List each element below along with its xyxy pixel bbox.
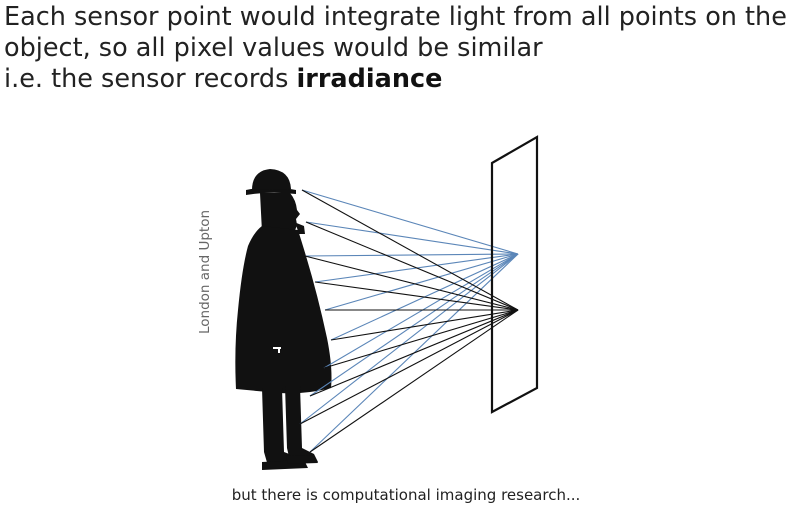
text-line-3-prefix: i.e. the sensor records [4,64,297,94]
man-silhouette-icon [235,169,332,470]
coat-pocket-detail [273,347,281,349]
text-line-2: object, so all pixel values would be sim… [4,33,543,63]
black-ray-8 [299,309,519,425]
sensor-plane [490,135,539,414]
blue-ray-0 [301,189,519,255]
slide-body-text: Each sensor point would integrate light … [4,2,804,95]
black-ray-2 [304,255,519,311]
coat-pocket-detail-2 [278,347,280,353]
black-ray-9 [309,309,519,453]
blue-ray-1 [305,221,519,255]
black-ray-0 [301,189,519,311]
blue-ray-4 [324,253,519,311]
text-line-3: i.e. the sensor records irradiance [4,64,804,95]
black-ray-7 [309,309,519,397]
blue-ray-7 [309,253,519,397]
black-ray-1 [305,221,519,311]
text-line-1: Each sensor point would integrate light … [4,2,787,32]
black-ray-5 [330,309,519,341]
light-rays [299,189,519,453]
image-credit: London and Upton [197,209,213,335]
irradiance-term: irradiance [296,64,443,94]
blue-ray-2 [304,253,519,257]
blue-ray-8 [299,253,519,425]
figure-caption: but there is computational imaging resea… [231,486,581,504]
black-ray-6 [323,309,519,369]
blue-ray-6 [323,253,519,369]
black-ray-3 [314,281,519,311]
